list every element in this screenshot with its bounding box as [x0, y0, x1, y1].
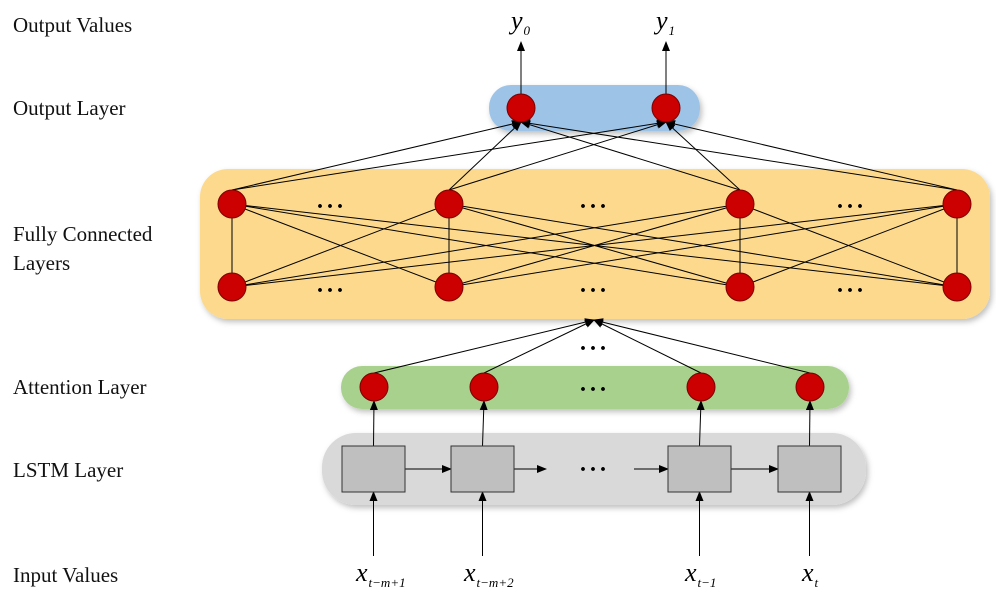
attention-layer-band: [341, 366, 849, 409]
lstm-to-attention-arrow: [805, 400, 814, 447]
fc-connection: [231, 203, 958, 288]
label-attention-layer: Attention Layer: [13, 375, 147, 399]
input-subscript: t−m+1: [368, 575, 406, 590]
input-value-x-t-m1: xt−m+1: [356, 558, 406, 590]
fc-to-output-arrow: [231, 120, 522, 191]
output-subscript: 0: [523, 23, 531, 38]
neuron-nodes: [217, 93, 972, 402]
label-lstm-layer: LSTM Layer: [13, 458, 124, 482]
input-value-x-t-m2: xt−m+2: [464, 558, 514, 590]
ellipsis: ···: [579, 278, 610, 304]
label-output-values: Output Values: [13, 13, 133, 37]
lstm-cell: [341, 445, 406, 493]
ellipsis: ···: [836, 278, 867, 304]
fc-node: [942, 189, 972, 219]
input-subscript: t−m+2: [476, 575, 514, 590]
output-layer-band: [489, 85, 700, 131]
lstm-to-attention-arrow: [479, 400, 488, 447]
fc-to-output-arrow: [520, 119, 958, 191]
attention-node: [686, 372, 716, 402]
ellipsis: ···: [836, 194, 867, 220]
fc-connection: [739, 203, 958, 288]
fc-node: [942, 272, 972, 302]
fc-node: [725, 272, 755, 302]
ellipsis: ···: [579, 336, 610, 362]
ellipsis: ···: [579, 457, 610, 483]
fc-node: [434, 189, 464, 219]
fc-connection: [448, 203, 958, 288]
attention-to-fc-arrow: [593, 318, 811, 374]
fc-to-output-arrow: [520, 120, 741, 191]
output-symbol: y: [511, 6, 523, 35]
fc-to-output-arrow: [665, 120, 958, 191]
fc-to-output-arrow: [448, 120, 667, 191]
output-node: [506, 93, 536, 123]
label-input-values: Input Values: [13, 563, 119, 587]
attention-to-fc-arrow: [373, 318, 595, 374]
lstm-to-attention-arrow: [369, 400, 378, 447]
fc-connection: [231, 203, 741, 288]
output-symbol: y: [656, 6, 668, 35]
label-fully-connected: Fully Connected: [13, 222, 153, 246]
input-symbol: x: [802, 558, 814, 587]
attention-node: [469, 372, 499, 402]
input-subscript: t−1: [697, 575, 717, 590]
lstm-cell: [777, 445, 842, 493]
label-fully-connected-line2: Layers: [13, 251, 71, 275]
arrows: [231, 41, 958, 556]
input-value-x-t-1: xt−1: [685, 558, 717, 590]
attention-to-fc-arrow: [483, 319, 595, 374]
input-symbol: x: [356, 558, 368, 587]
lstm-to-attention-arrow: [696, 400, 705, 447]
input-symbol: x: [685, 558, 697, 587]
input-symbol: x: [464, 558, 476, 587]
label-output-layer: Output Layer: [13, 96, 126, 120]
fc-to-output-arrow: [448, 121, 522, 191]
fc-node: [217, 189, 247, 219]
fc-connection: [231, 203, 450, 288]
input-value-x-t: xt: [802, 558, 819, 590]
lstm-cell: [450, 445, 515, 493]
attention-node: [795, 372, 825, 402]
attention-to-fc-arrow: [593, 319, 702, 374]
ellipsis: ···: [579, 377, 610, 403]
output-value-y1: y1: [656, 6, 676, 38]
fc-node: [434, 272, 464, 302]
fc-node: [725, 189, 755, 219]
fully-connected-band: [200, 169, 990, 319]
ellipsis: ···: [316, 194, 347, 220]
fc-to-output-arrow: [665, 121, 741, 191]
output-subscript: 1: [668, 23, 676, 38]
lstm-cell: [667, 445, 732, 493]
ellipsis: ···: [316, 278, 347, 304]
output-node: [651, 93, 681, 123]
output-value-y0: y0: [511, 6, 531, 38]
attention-node: [359, 372, 389, 402]
input-subscript: t: [814, 575, 819, 590]
fc-node: [217, 272, 247, 302]
ellipsis: ···: [579, 194, 610, 220]
